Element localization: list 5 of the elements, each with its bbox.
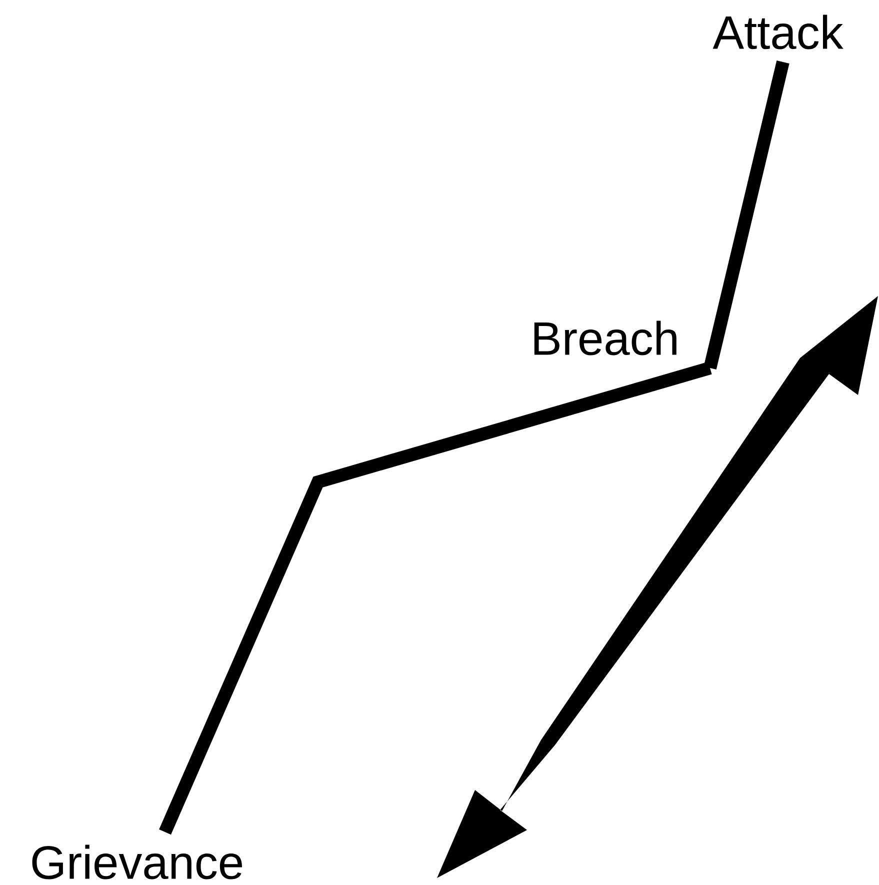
line	[704, 60, 790, 370]
node-label: Breach	[534, 320, 676, 356]
node-label: Grievance	[32, 844, 242, 880]
line	[159, 362, 712, 835]
node-label: Attack	[712, 14, 844, 50]
